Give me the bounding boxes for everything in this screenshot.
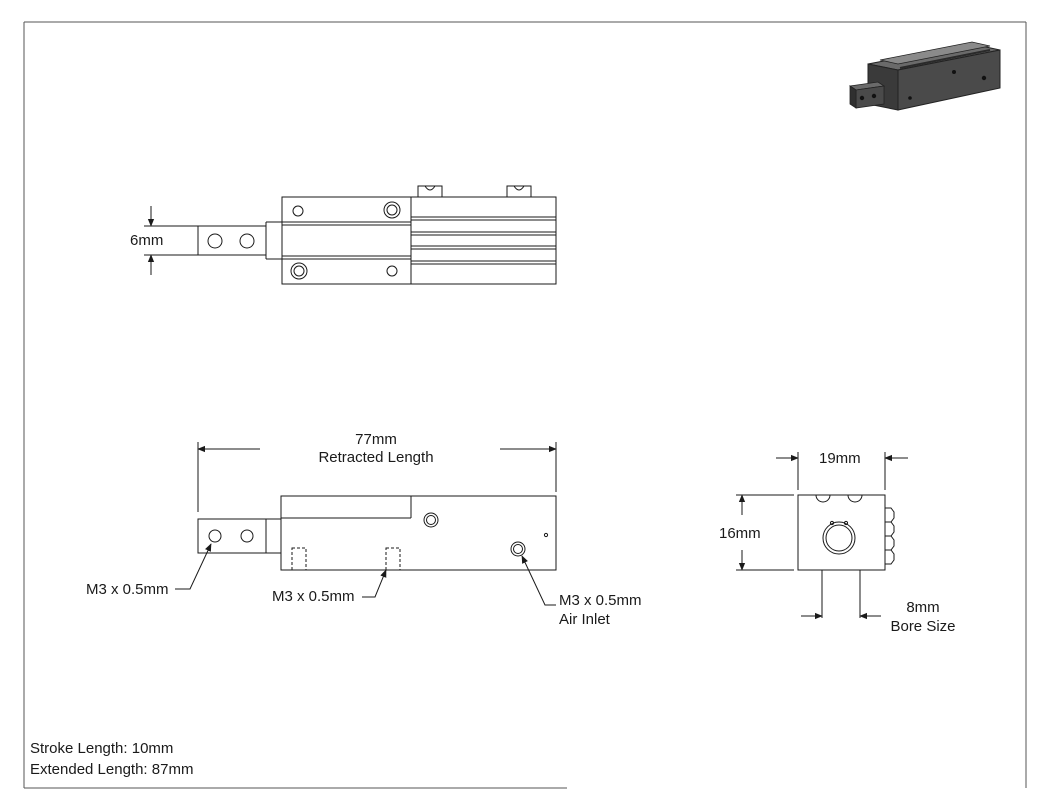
side-leaders <box>175 543 556 606</box>
air-inlet-caption: Air Inlet <box>559 611 610 628</box>
mount-thread-callout: M3 x 0.5mm <box>272 588 355 605</box>
jaw-thread-callout: M3 x 0.5mm <box>86 581 169 598</box>
end-height-label: 16mm <box>719 525 761 542</box>
sheet-border <box>23 21 1027 789</box>
end-view <box>797 494 895 618</box>
top-view <box>197 185 557 285</box>
stroke-length-note: Stroke Length: 10mm <box>30 740 174 757</box>
air-inlet-thread-callout: M3 x 0.5mm <box>559 592 642 609</box>
end-width-label: 19mm <box>819 450 861 467</box>
side-view <box>197 495 557 571</box>
side-dimension-77mm <box>197 442 557 512</box>
extended-length-note: Extended Length: 87mm <box>30 761 194 778</box>
retracted-length-caption: Retracted Length <box>318 449 434 466</box>
retracted-length-value: 77mm <box>355 431 397 448</box>
bore-size-caption: Bore Size <box>890 618 956 635</box>
top-dimension-6mm <box>144 206 198 275</box>
end-dimensions <box>736 452 908 620</box>
bore-size-value: 8mm <box>906 599 940 616</box>
jaw-width-label: 6mm <box>130 232 164 249</box>
isometric-view <box>848 41 1001 111</box>
